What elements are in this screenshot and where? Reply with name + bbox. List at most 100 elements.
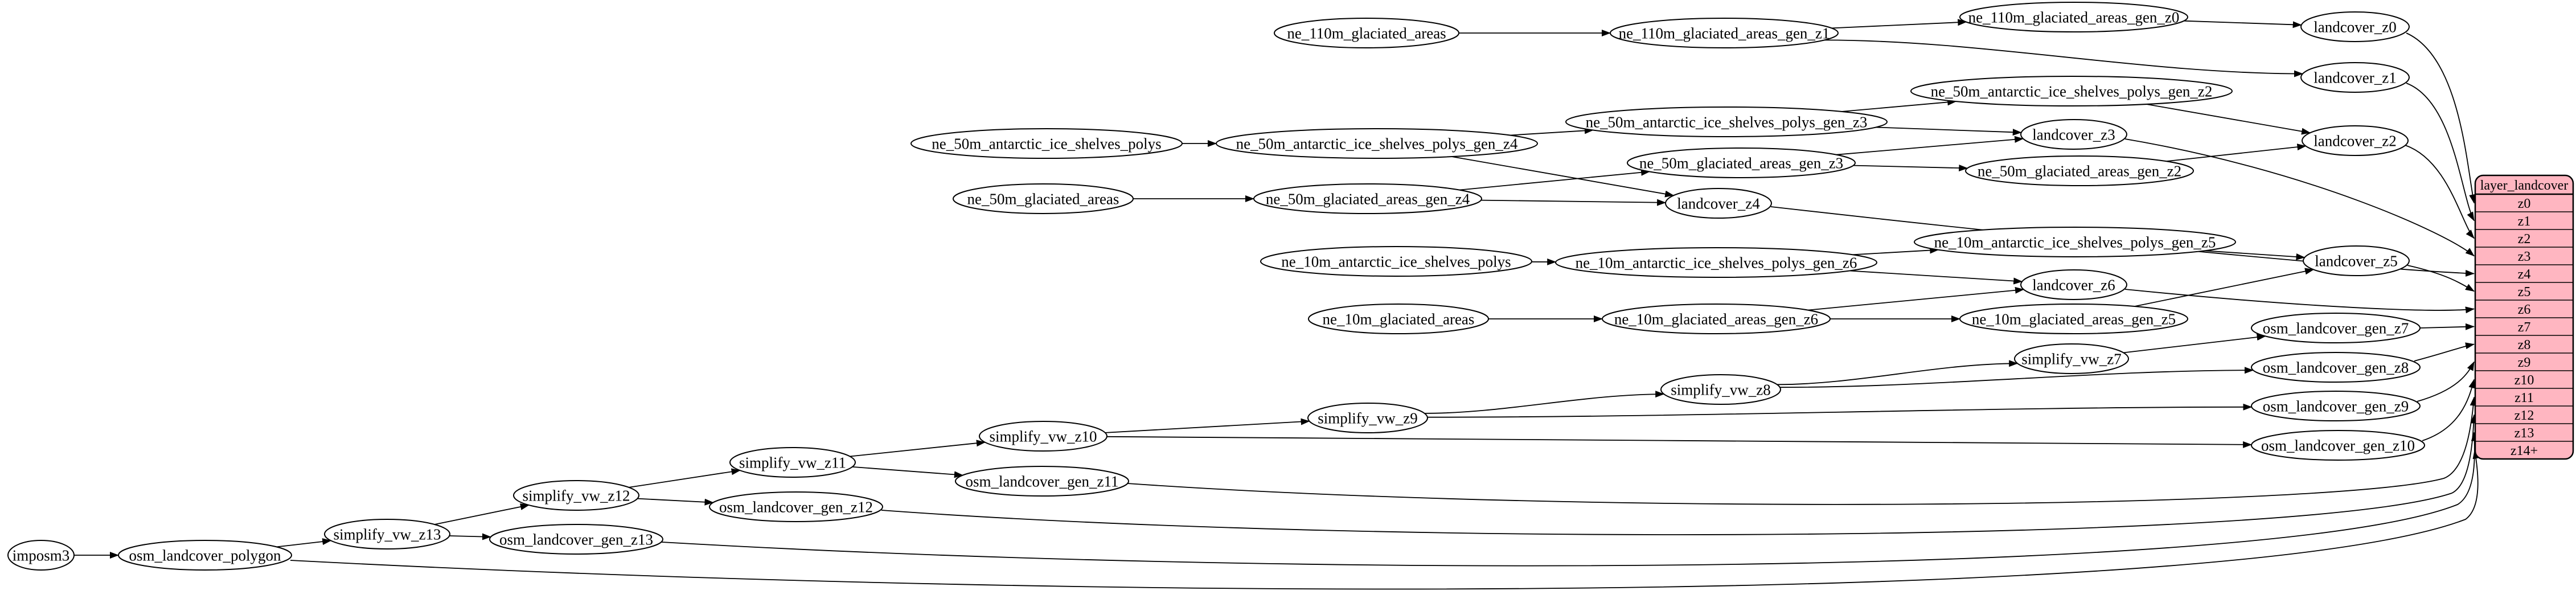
node-ne_10m_antarctic_ice_shelves_polys_gen_z5: ne_10m_antarctic_ice_shelves_polys_gen_z…: [1914, 227, 2236, 257]
node-osm_landcover_gen_z13: osm_landcover_gen_z13: [489, 524, 663, 555]
node-ellipse: [513, 480, 639, 511]
node-ellipse: [1910, 76, 2233, 106]
node-simplify_vw_z12: simplify_vw_z12: [513, 480, 639, 511]
node-simplify_vw_z10: simplify_vw_z10: [979, 421, 1107, 452]
node-ellipse: [2300, 11, 2410, 42]
edge-simplify_vw_z10-to-simplify_vw_z9: [1105, 418, 1310, 433]
node-osm_landcover_gen_z7: osm_landcover_gen_z7: [2251, 313, 2421, 343]
edge-landcover_z1-to-layer_landcover-z1: [2406, 83, 2475, 222]
node-label: ne_50m_glaciated_areas_gen_z2: [1978, 162, 2181, 179]
table-row-z11: z11: [2515, 391, 2534, 405]
node-ellipse: [1602, 304, 1831, 334]
table-row-z12: z12: [2515, 408, 2534, 423]
node-ellipse: [1274, 18, 1459, 48]
edge-osm_landcover_gen_z7-to-layer_landcover-z7: [2418, 323, 2475, 330]
node-ne_50m_antarctic_ice_shelves_polys_gen_z4: ne_50m_antarctic_ice_shelves_polys_gen_z…: [1216, 128, 1538, 159]
node-ne_110m_glaciated_areas_gen_z0: ne_110m_glaciated_areas_gen_z0: [1959, 2, 2188, 32]
edge-osm_landcover_gen_z10-to-layer_landcover-z10: [2422, 379, 2476, 441]
table-row-z0: z0: [2518, 196, 2531, 211]
node-ellipse: [2300, 62, 2410, 93]
node-ellipse: [2251, 313, 2421, 343]
edge-osm_landcover_gen_z8-to-layer_landcover-z8: [2414, 342, 2475, 362]
node-label: ne_110m_glaciated_areas_gen_z0: [1968, 9, 2180, 26]
node-simplify_vw_z13: simplify_vw_z13: [324, 519, 450, 550]
node-ellipse: [709, 491, 883, 522]
node-ellipse: [118, 540, 292, 571]
edge-ne_110m_glaciated_areas_gen_z1-to-landcover_z1: [1824, 39, 2303, 77]
table-row-z10: z10: [2515, 373, 2534, 388]
node-label: imposm3: [13, 547, 70, 564]
node-label: osm_landcover_gen_z8: [2263, 359, 2409, 376]
node-simplify_vw_z7: simplify_vw_z7: [2014, 343, 2129, 374]
node-osm_landcover_gen_z9: osm_landcover_gen_z9: [2251, 391, 2421, 421]
node-landcover_z1: landcover_z1: [2300, 62, 2410, 93]
node-label: ne_50m_antarctic_ice_shelves_polys_gen_z…: [1931, 83, 2213, 100]
table-row-z1: z1: [2518, 214, 2531, 229]
edge-ne_10m_glaciated_areas_gen_z6-to-landcover_z6: [1808, 286, 2024, 311]
node-simplify_vw_z11: simplify_vw_z11: [729, 447, 856, 478]
node-ne_10m_glaciated_areas_gen_z6: ne_10m_glaciated_areas_gen_z6: [1602, 304, 1831, 334]
edge-ne_10m_antarctic_ice_shelves_polys_gen_z6-to-ne_10m_antarctic_ice_shelves_polys_gen_z5: [1852, 247, 1939, 256]
edge-ne_50m_antarctic_ice_shelves_polys_gen_z3-to-landcover_z3: [1876, 126, 2022, 136]
node-ne_50m_glaciated_areas: ne_50m_glaciated_areas: [953, 183, 1134, 214]
node-label: simplify_vw_z8: [1671, 381, 1771, 398]
node-ellipse: [2251, 391, 2421, 421]
node-landcover_z0: landcover_z0: [2300, 11, 2410, 42]
node-osm_landcover_gen_z10: osm_landcover_gen_z10: [2251, 430, 2425, 461]
edge-landcover_z6-to-layer_landcover-z6: [2124, 289, 2475, 314]
edge-landcover_z0-to-layer_landcover-z0: [2406, 32, 2476, 204]
table-title: layer_landcover: [2480, 178, 2569, 193]
node-label: osm_landcover_polygon: [129, 547, 281, 564]
node-ellipse: [1307, 403, 1428, 433]
node-label: ne_50m_antarctic_ice_shelves_polys: [932, 135, 1161, 152]
table-row-z14+: z14+: [2511, 444, 2538, 458]
edge-simplify_vw_z12-to-osm_landcover_gen_z12: [637, 498, 714, 506]
node-label: ne_10m_antarctic_ice_shelves_polys: [1281, 253, 1511, 270]
table-row-z7: z7: [2518, 320, 2531, 335]
node-landcover_z4: landcover_z4: [1665, 188, 1772, 219]
edge-simplify_vw_z11-to-osm_landcover_gen_z11: [852, 466, 963, 478]
node-label: osm_landcover_gen_z11: [966, 473, 1119, 490]
node-ellipse: [2014, 343, 2129, 374]
edge-landcover_z4-to-layer_landcover-z4: [1770, 206, 2475, 277]
node-simplify_vw_z8: simplify_vw_z8: [1660, 374, 1781, 405]
node-ne_110m_glaciated_areas: ne_110m_glaciated_areas: [1274, 18, 1459, 48]
edge-osm_landcover_polygon-to-simplify_vw_z13: [276, 538, 332, 548]
edge-osm_landcover_gen_z9-to-layer_landcover-z9: [2417, 361, 2475, 402]
node-ne_50m_antarctic_ice_shelves_polys_gen_z3: ne_50m_antarctic_ice_shelves_polys_gen_z…: [1565, 106, 1888, 137]
edge-ne_50m_antarctic_ice_shelves_polys_gen_z3-to-ne_50m_antarctic_ice_shelves_polys_gen_z2: [1841, 99, 1957, 112]
node-ellipse: [1610, 18, 1839, 48]
node-ne_50m_antarctic_ice_shelves_polys_gen_z2: ne_50m_antarctic_ice_shelves_polys_gen_z…: [1910, 76, 2233, 106]
node-imposm3: imposm3: [7, 540, 75, 571]
table-row-z9: z9: [2518, 355, 2531, 370]
node-osm_landcover_polygon: osm_landcover_polygon: [118, 540, 292, 571]
node-ellipse: [1914, 227, 2236, 257]
node-ellipse: [1260, 246, 1532, 277]
node-label: ne_10m_antarctic_ice_shelves_polys_gen_z…: [1934, 233, 2216, 251]
edge-simplify_vw_z12-to-simplify_vw_z11: [629, 468, 741, 488]
node-ne_10m_antarctic_ice_shelves_polys: ne_10m_antarctic_ice_shelves_polys: [1260, 246, 1532, 277]
node-label: simplify_vw_z9: [1318, 409, 1418, 427]
edge-osm_landcover_gen_z13-to-layer_landcover-z13: [661, 432, 2478, 567]
node-ellipse: [324, 519, 450, 550]
edge-osm_landcover_polygon-to-layer_landcover-z14+: [290, 449, 2480, 590]
table-row-z6: z6: [2518, 302, 2531, 317]
node-label: simplify_vw_z12: [523, 487, 630, 504]
edges-layer: [74, 19, 2480, 590]
node-ellipse: [1565, 106, 1888, 137]
node-landcover_z2: landcover_z2: [2302, 125, 2409, 156]
node-label: landcover_z0: [2314, 18, 2396, 35]
node-label: ne_10m_glaciated_areas_gen_z6: [1614, 310, 1818, 327]
node-ellipse: [729, 447, 856, 478]
node-ne_110m_glaciated_areas_gen_z1: ne_110m_glaciated_areas_gen_z1: [1610, 18, 1839, 48]
edge-simplify_vw_z8-to-osm_landcover_gen_z8: [1779, 367, 2254, 388]
node-landcover_z3: landcover_z3: [2020, 119, 2127, 150]
node-ellipse: [1965, 155, 2194, 186]
node-label: simplify_vw_z10: [990, 428, 1097, 445]
node-ellipse: [2020, 269, 2127, 300]
edge-ne_50m_antarctic_ice_shelves_polys_gen_z4-to-landcover_z4: [1451, 156, 1675, 198]
node-ellipse: [979, 421, 1107, 452]
node-osm_landcover_gen_z11: osm_landcover_gen_z11: [955, 466, 1129, 497]
node-ellipse: [910, 128, 1183, 159]
